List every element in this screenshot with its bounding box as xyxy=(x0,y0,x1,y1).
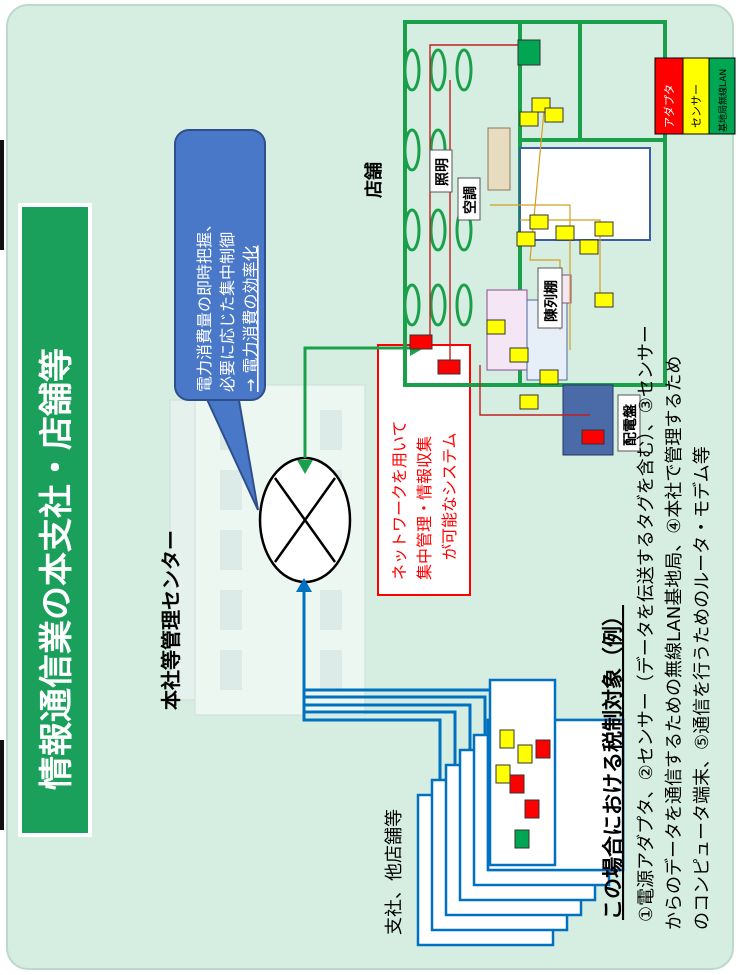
title-box xyxy=(18,203,92,837)
aircon-label: 空調 xyxy=(462,186,479,214)
footer-heading: この場合における税制対象（例） xyxy=(601,605,625,920)
ceiling-lights xyxy=(403,48,473,327)
callout-line-2: 必要に応じた集中制御 xyxy=(218,232,237,392)
network-line-1: ネットワークを用いて xyxy=(390,420,409,580)
store-label: 店舗 xyxy=(363,162,385,198)
lighting-label: 照明 xyxy=(435,158,451,186)
edge-mark xyxy=(0,140,4,250)
footer-line-3: のコンピュータ端末、⑤通信を行うためのルータ・モデム等 xyxy=(692,446,713,930)
shelf-label: 陳列棚 xyxy=(543,280,560,322)
store-devices xyxy=(409,39,614,445)
page-title: 情報通信業の本支社・店舗等 xyxy=(37,348,77,790)
callout-bubble xyxy=(174,129,266,511)
edge-mark xyxy=(0,740,4,830)
hq-label: 本社等管理センター xyxy=(159,530,183,710)
aircon-unit xyxy=(487,127,511,191)
legend-sensor: センサー xyxy=(690,84,703,128)
callout-line-1: 電力消費量の即時把握、 xyxy=(195,216,214,392)
legend xyxy=(654,57,736,135)
footer-line-1: ①電源アダプタ、②センサー（データを伝送するタグを含む）、③センサー xyxy=(636,325,657,922)
branch-stores xyxy=(416,678,625,947)
branch-label: 支社、他店舗等 xyxy=(384,809,405,935)
network-line-2: 集中管理・情報収集 xyxy=(415,436,434,580)
footer-line-2: からのデータを通信するための無線LAN基地局、④本社で管理するため xyxy=(664,356,685,930)
callout-line-3: → 電力消費の効率化 xyxy=(241,246,260,393)
legend-adapter: アダプタ xyxy=(662,84,676,128)
network-line-3: が可能なシステム xyxy=(440,432,459,560)
adapter-wiring xyxy=(429,44,590,416)
store-link xyxy=(303,346,410,458)
panel-label: 配電盤 xyxy=(622,403,639,446)
legend-basestation: 基地局無線LAN xyxy=(717,69,729,132)
